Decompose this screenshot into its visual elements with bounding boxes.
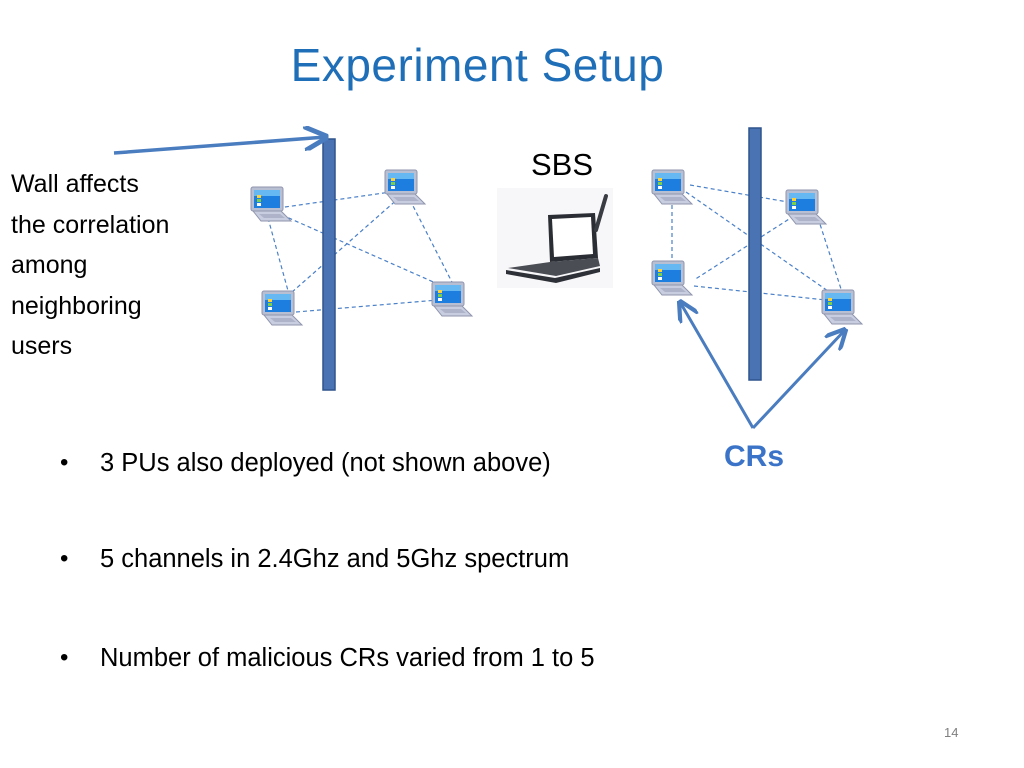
wall-note-line: the correlation: [11, 210, 170, 239]
wall-note: Wall affects the correlation among neigh…: [11, 164, 169, 367]
slide-title: Experiment Setup: [290, 39, 665, 91]
cr-arrow-left: [680, 302, 755, 429]
laptop-icon: [431, 281, 473, 317]
bullet-item: • Number of malicious CRs varied from 1 t…: [60, 638, 595, 734]
bullet-text: 3 PUs also deployed (not shown above): [100, 449, 551, 477]
wall-note-line: Wall affects: [11, 170, 139, 198]
bullet-text: 5 channels in 2.4Ghz and 5Ghz spectrum: [100, 545, 570, 573]
bullet-item: • 5 channels in 2.4Ghz and 5Ghz spectrum: [60, 539, 595, 635]
bullet-item: • 3 PUs also deployed (not shown above): [60, 443, 595, 539]
wall-note-line: neighboring: [11, 291, 142, 320]
sbs-laptop-with-antenna-icon: [497, 188, 613, 288]
page-number: 14: [944, 725, 959, 740]
bullet-dot-icon: •: [60, 644, 69, 671]
laptop-icon: [651, 260, 693, 296]
left-group-links: [267, 189, 457, 313]
sbs-label: SBS: [531, 147, 594, 182]
laptop-icon: [384, 169, 426, 205]
laptop-icon: [821, 289, 863, 325]
wall-note-line: users: [11, 332, 73, 360]
bullet-dot-icon: •: [60, 449, 69, 476]
wall-note-line: among: [11, 251, 88, 279]
left-wall: [322, 138, 336, 391]
crs-label: CRs: [724, 440, 785, 473]
laptop-icon: [651, 169, 693, 205]
bullet-dot-icon: •: [60, 545, 69, 572]
wall-arrow: [113, 137, 326, 155]
right-wall: [748, 127, 762, 381]
bullet-text: Number of malicious CRs varied from 1 to…: [100, 644, 595, 672]
laptop-icon: [250, 186, 292, 222]
cr-arrow-right: [751, 330, 845, 430]
laptop-icon: [261, 290, 303, 326]
bullet-list: • 3 PUs also deployed (not shown above) •…: [60, 443, 595, 734]
laptop-icon: [785, 189, 827, 225]
